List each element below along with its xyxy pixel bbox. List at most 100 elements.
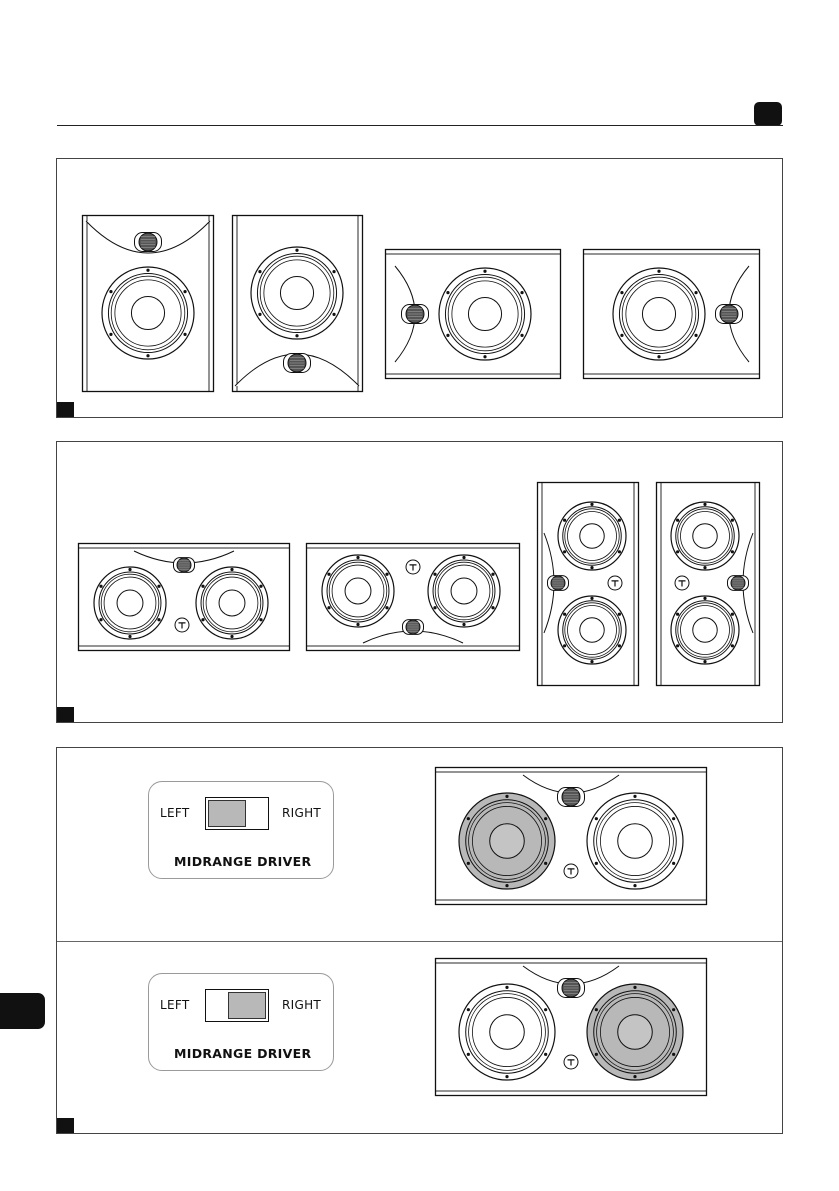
- woofer-dust-cap: [618, 1015, 653, 1050]
- woofer-screw: [694, 334, 697, 337]
- woofer-screw: [433, 573, 436, 576]
- panel-single-speaker-orientations: [56, 158, 783, 418]
- woofer-screw: [563, 644, 566, 647]
- woofer-screw: [657, 355, 660, 358]
- woofer-screw: [385, 606, 388, 609]
- woofer-dust-cap: [117, 590, 143, 616]
- speaker-center-left-midrange-shaded: [435, 767, 707, 905]
- woofer-screw: [672, 1008, 675, 1011]
- woofer-screw: [694, 291, 697, 294]
- woofer-screw: [128, 635, 131, 638]
- switch-right-label: RIGHT: [282, 998, 321, 1012]
- woofer-screw: [259, 618, 262, 621]
- woofer-screw: [230, 635, 233, 638]
- woofer-dust-cap: [693, 618, 717, 642]
- woofer-dust-cap: [345, 578, 371, 604]
- woofer-screw: [590, 660, 593, 663]
- woofer-screw: [676, 613, 679, 616]
- woofer-dust-cap: [451, 578, 477, 604]
- panel-midrange-switch: LEFT RIGHT MIDRANGE DRIVER LEFT RIGHT MI…: [56, 747, 783, 1134]
- woofer-screw: [183, 333, 186, 336]
- page-tab-marker: [754, 102, 782, 126]
- woofer-screw: [157, 585, 160, 588]
- woofer-screw: [618, 550, 621, 553]
- speaker-center-tweeter-bottom: [306, 543, 520, 651]
- woofer-dust-cap: [219, 590, 245, 616]
- woofer-screw: [520, 334, 523, 337]
- woofer-screw: [483, 270, 486, 273]
- woofer-screw: [446, 291, 449, 294]
- speaker-horizontal-tweeter-right: [583, 249, 760, 379]
- switch-slot: [205, 989, 269, 1022]
- woofer-screw: [703, 597, 706, 600]
- switch-left-label: LEFT: [160, 998, 190, 1012]
- switch-knob: [208, 800, 246, 827]
- woofer-screw: [633, 1075, 636, 1078]
- woofer-dust-cap: [618, 824, 653, 859]
- speaker-vertical-tweeter-bottom: [232, 215, 363, 392]
- woofer-screw: [731, 550, 734, 553]
- woofer-screw: [258, 270, 261, 273]
- woofer-screw: [672, 862, 675, 865]
- woofer-screw: [295, 249, 298, 252]
- woofer-screw: [633, 986, 636, 989]
- woofer-screw: [446, 334, 449, 337]
- speaker-center-tweeter-top: [78, 543, 290, 651]
- woofer-dust-cap: [693, 524, 717, 548]
- woofer-screw: [467, 1053, 470, 1056]
- woofer-dust-cap: [490, 824, 525, 859]
- woofer-screw: [201, 618, 204, 621]
- woofer-screw: [157, 618, 160, 621]
- woofer-screw: [703, 566, 706, 569]
- speaker-center-right-midrange-shaded: [435, 958, 707, 1096]
- woofer-screw: [544, 862, 547, 865]
- midrange-switch-diagram-left: LEFT RIGHT MIDRANGE DRIVER: [148, 781, 334, 879]
- woofer-screw: [563, 519, 566, 522]
- woofer-screw: [595, 1053, 598, 1056]
- woofer-screw: [676, 644, 679, 647]
- woofer-screw: [505, 986, 508, 989]
- woofer-screw: [385, 573, 388, 576]
- woofer-screw: [327, 573, 330, 576]
- switch-left-label: LEFT: [160, 806, 190, 820]
- woofer-screw: [146, 354, 149, 357]
- woofer-screw: [259, 585, 262, 588]
- woofer-screw: [128, 568, 131, 571]
- woofer-screw: [618, 519, 621, 522]
- woofer-dust-cap: [280, 276, 313, 309]
- woofer-screw: [332, 313, 335, 316]
- woofer-screw: [462, 623, 465, 626]
- woofer-screw: [676, 519, 679, 522]
- woofer-dust-cap: [131, 296, 164, 329]
- woofer-screw: [327, 606, 330, 609]
- woofer-dust-cap: [490, 1015, 525, 1050]
- woofer-screw: [590, 566, 593, 569]
- woofer-screw: [99, 585, 102, 588]
- speaker-vertical-center-tweeter-left: [537, 482, 639, 686]
- speaker-vertical-center-tweeter-right: [656, 482, 760, 686]
- woofer-screw: [620, 291, 623, 294]
- woofer-screw: [201, 585, 204, 588]
- woofer-dust-cap: [468, 297, 501, 330]
- woofer-screw: [99, 618, 102, 621]
- panel-corner-marker: [57, 707, 74, 722]
- woofer-screw: [356, 556, 359, 559]
- woofer-dust-cap: [642, 297, 675, 330]
- switch-slot: [205, 797, 269, 830]
- woofer-screw: [633, 795, 636, 798]
- woofer-screw: [618, 644, 621, 647]
- header-rule: [57, 125, 783, 126]
- woofer-screw: [230, 568, 233, 571]
- woofer-screw: [258, 313, 261, 316]
- woofer-screw: [563, 550, 566, 553]
- woofer-screw: [620, 334, 623, 337]
- woofer-screw: [505, 795, 508, 798]
- midrange-switch-diagram-right: LEFT RIGHT MIDRANGE DRIVER: [148, 973, 334, 1071]
- speaker-vertical-tweeter-top: [82, 215, 214, 392]
- panel-divider: [57, 941, 782, 942]
- woofer-screw: [183, 290, 186, 293]
- woofer-screw: [146, 269, 149, 272]
- woofer-screw: [109, 333, 112, 336]
- panel-corner-marker: [57, 1118, 74, 1133]
- speaker-horizontal-tweeter-left: [385, 249, 561, 379]
